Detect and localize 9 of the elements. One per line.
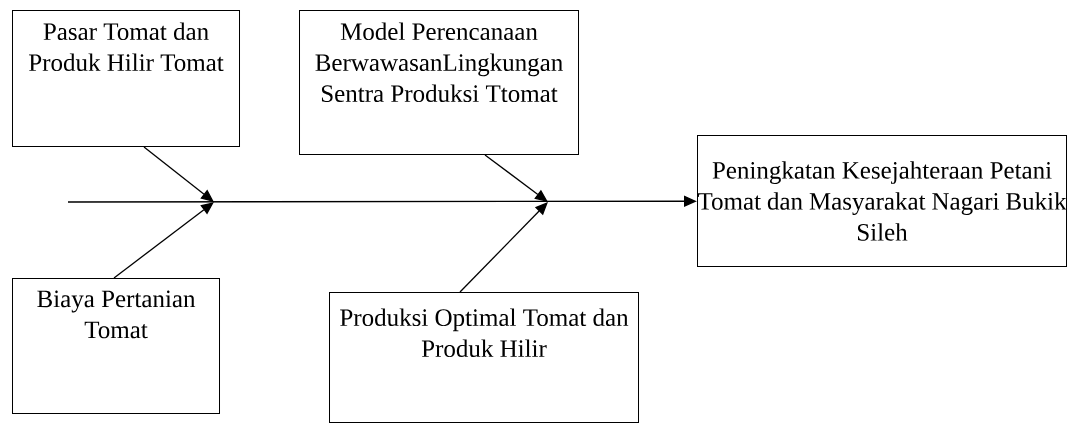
arrow xyxy=(143,146,214,202)
arrow xyxy=(459,202,548,293)
arrow xyxy=(484,154,548,202)
text-box: Biaya Pertanian Tomat xyxy=(12,278,220,414)
text-box: Produksi Optimal Tomat dan Produk Hilir xyxy=(329,292,639,423)
text-box: Model Perencanaan BerwawasanLingkungan Sentra Produksi Ttomat xyxy=(299,10,579,155)
text-box: Peningkatan Kesejahteraan Petani Tomat dan Masyarakat Nagari Bukik Sileh xyxy=(697,135,1067,267)
text-box: Pasar Tomat dan Produk Hilir Tomat xyxy=(12,10,240,147)
arrow xyxy=(113,202,214,279)
